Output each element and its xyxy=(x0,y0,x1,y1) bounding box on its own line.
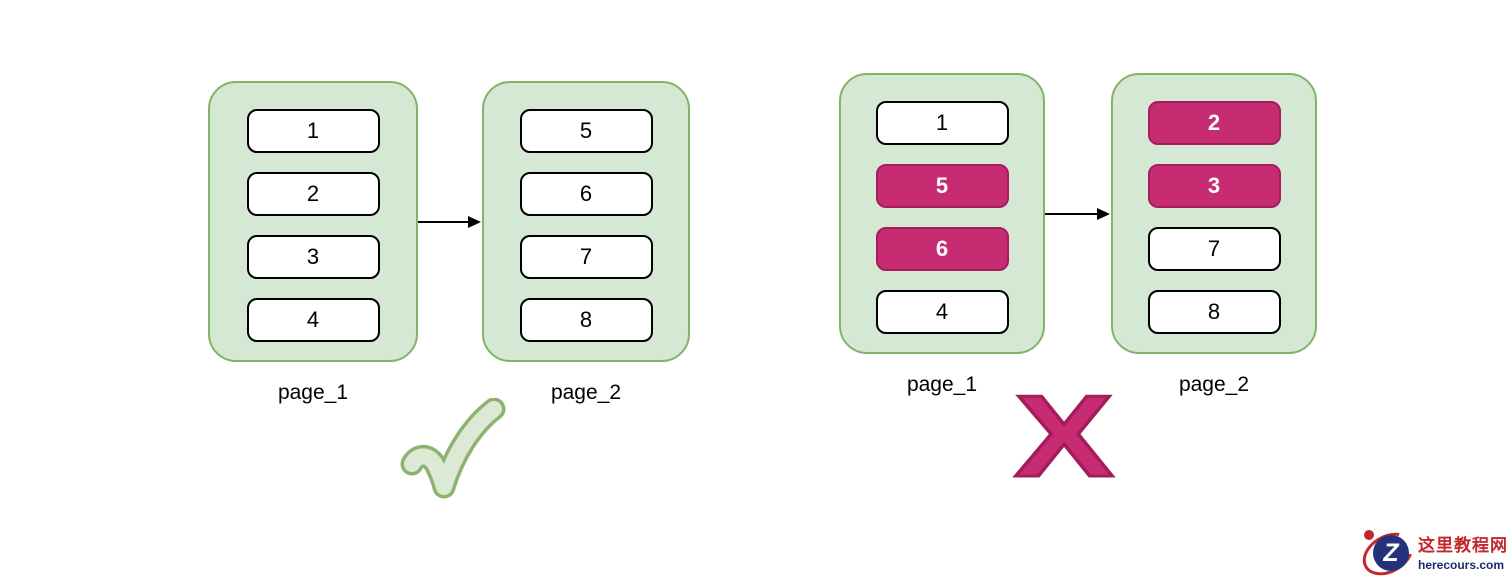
record-item: 8 xyxy=(519,298,653,342)
record-item: 3 xyxy=(1147,164,1281,208)
record-item: 7 xyxy=(519,235,653,279)
page-label: page_1 xyxy=(277,381,349,404)
arrow-icon xyxy=(418,216,481,228)
logo-dot-icon xyxy=(1364,530,1374,540)
cross-icon: X xyxy=(1013,371,1116,501)
record-item: 2 xyxy=(1147,101,1281,145)
site-name: 这里教程网 xyxy=(1418,536,1508,555)
record-item: 6 xyxy=(875,227,1009,271)
record-item: 1 xyxy=(875,101,1009,145)
watermark-text: 这里教程网 herecours.com xyxy=(1418,531,1508,572)
check-icon xyxy=(400,398,506,499)
site-watermark: Z 这里教程网 herecours.com xyxy=(1355,524,1508,580)
page-label: page_1 xyxy=(906,373,978,396)
site-domain: herecours.com xyxy=(1418,558,1505,572)
record-item: 4 xyxy=(875,290,1009,334)
arrow-icon xyxy=(1045,208,1110,220)
correct-page1-container: 1 2 3 4 xyxy=(208,81,418,362)
logo-circle-icon: Z xyxy=(1373,535,1409,571)
record-item: 1 xyxy=(246,109,380,153)
record-item: 2 xyxy=(246,172,380,216)
page-label: page_2 xyxy=(1178,373,1250,396)
record-item: 3 xyxy=(246,235,380,279)
incorrect-page2-container: 2 3 7 8 xyxy=(1111,73,1317,354)
record-item: 4 xyxy=(246,298,380,342)
correct-page2-container: 5 6 7 8 xyxy=(482,81,690,362)
record-item: 5 xyxy=(519,109,653,153)
record-item: 7 xyxy=(1147,227,1281,271)
record-item: 8 xyxy=(1147,290,1281,334)
page-label: page_2 xyxy=(550,381,622,404)
record-item: 5 xyxy=(875,164,1009,208)
record-item: 6 xyxy=(519,172,653,216)
incorrect-page1-container: 1 5 6 4 xyxy=(839,73,1045,354)
